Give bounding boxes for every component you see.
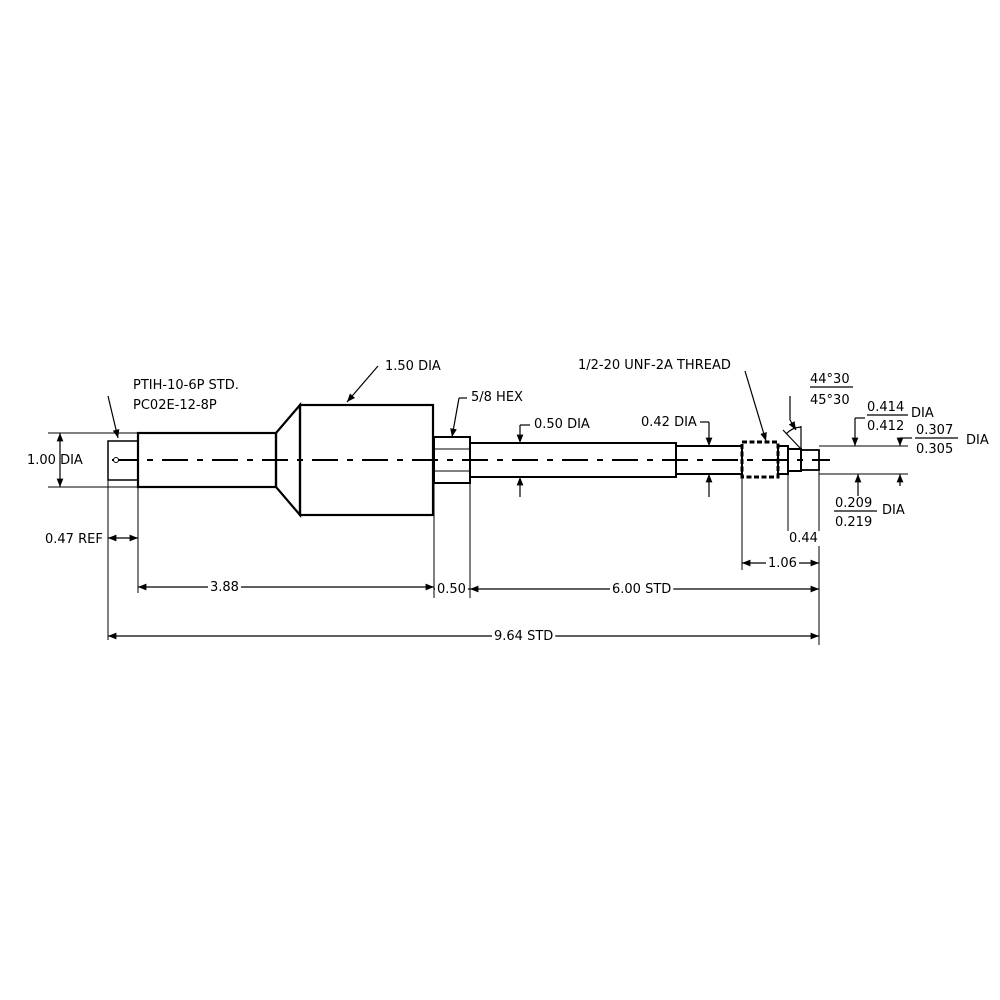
connector-label-line2: PC02E-12-8P bbox=[133, 398, 217, 413]
dimension-lines bbox=[56, 396, 912, 640]
hex-label: 5/8 HEX bbox=[471, 390, 523, 405]
dia-suffix-2: DIA bbox=[966, 433, 989, 448]
connector-body bbox=[136, 431, 278, 489]
len-600-label-backing bbox=[610, 582, 674, 597]
len-388-label-backing bbox=[208, 580, 241, 595]
len-388-label: 3.88 bbox=[210, 580, 239, 595]
len-600-label: 6.00 STD bbox=[612, 582, 671, 597]
fraction-bars bbox=[810, 386, 958, 512]
dia-305-label: 0.305 bbox=[916, 442, 953, 457]
len-050-label: 0.50 bbox=[437, 582, 466, 597]
extension-lines bbox=[48, 432, 908, 645]
dia-414-label: 0.414 bbox=[867, 400, 904, 415]
reduced-dia-label: 0.42 DIA bbox=[641, 415, 697, 430]
labels: PTIH-10-6P STD. PC02E-12-8P 1.50 DIA 5/8… bbox=[27, 358, 989, 644]
dia-suffix-3: DIA bbox=[882, 503, 905, 518]
len-044-label: 0.44 bbox=[789, 531, 818, 546]
shaft-dia-label: 0.50 DIA bbox=[534, 417, 590, 432]
leaders bbox=[107, 365, 767, 442]
part-outline bbox=[107, 402, 830, 518]
len-044-label-backing bbox=[787, 531, 820, 546]
angle-bottom-label: 45°30 bbox=[810, 393, 850, 408]
dia-412-label: 0.412 bbox=[867, 419, 904, 434]
len-050-label-backing bbox=[435, 582, 468, 597]
ref-047-label: 0.47 REF bbox=[45, 532, 103, 547]
angle-top-label: 44°30 bbox=[810, 372, 850, 387]
dia-209-label: 0.209 bbox=[835, 496, 872, 511]
dia-suffix-1: DIA bbox=[911, 406, 934, 421]
connector-label-line1: PTIH-10-6P STD. bbox=[133, 378, 239, 393]
len-106-label-backing bbox=[766, 556, 799, 571]
left-dia-label: 1.00 DIA bbox=[27, 453, 83, 468]
len-964-label-backing bbox=[492, 629, 556, 644]
len-106-label: 1.06 bbox=[768, 556, 797, 571]
len-964-label: 9.64 STD bbox=[494, 629, 553, 644]
body-dia-label: 1.50 DIA bbox=[385, 359, 441, 374]
dia-307-label: 0.307 bbox=[916, 423, 953, 438]
thread-label: 1/2-20 UNF-2A THREAD bbox=[578, 358, 731, 373]
dia-219-label: 0.219 bbox=[835, 515, 872, 530]
